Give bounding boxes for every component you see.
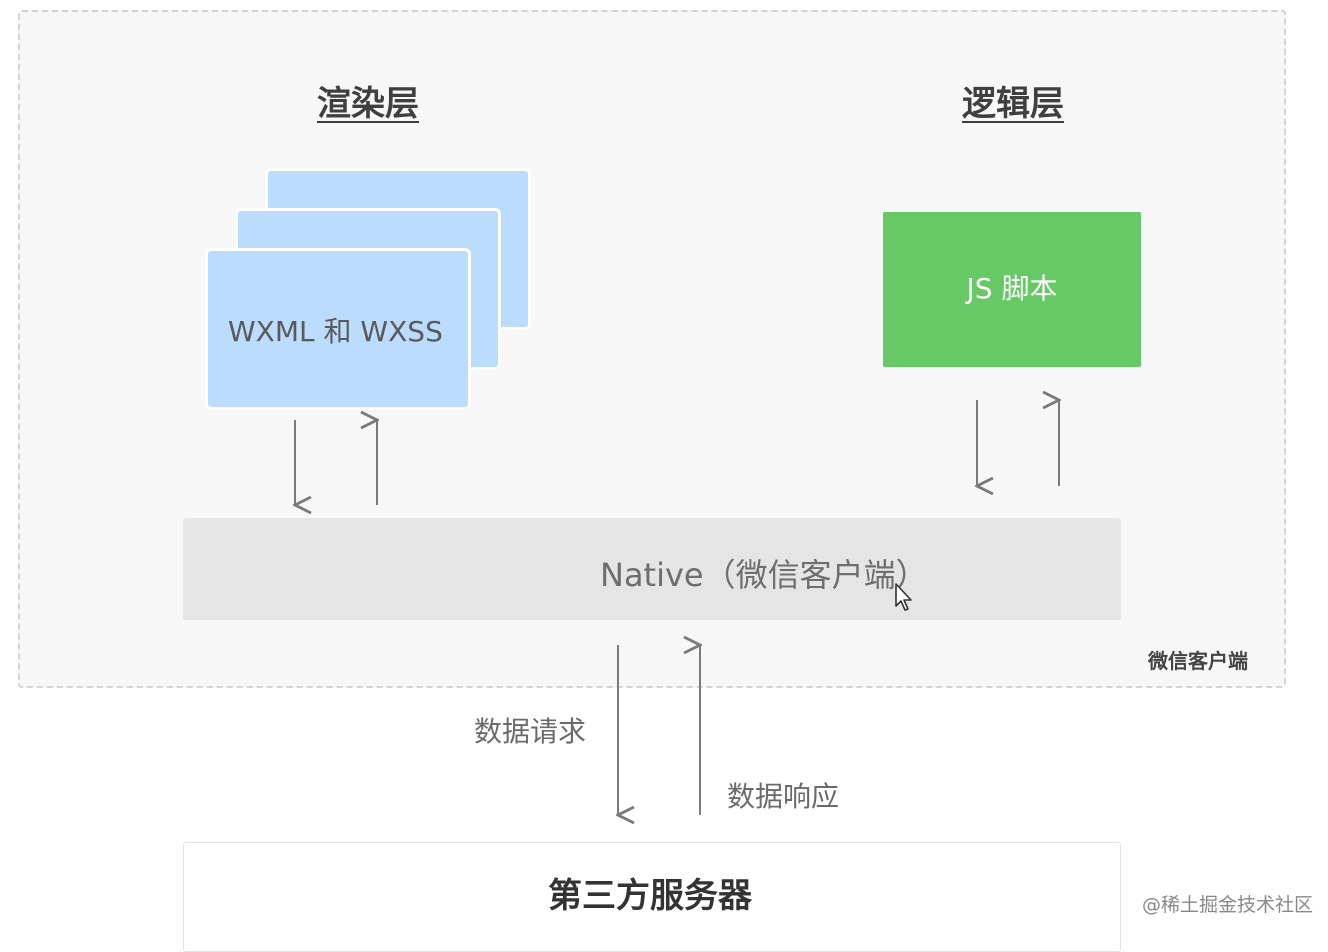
- render-layer-title: 渲染层: [317, 84, 419, 124]
- native-label: Native（微信客户端）: [600, 556, 928, 594]
- watermark: @稀土掘金技术社区: [1142, 894, 1314, 916]
- data-request-label: 数据请求: [474, 715, 587, 748]
- third-party-server-label: 第三方服务器: [548, 876, 752, 916]
- render-card-front: [208, 251, 468, 407]
- logic-layer-title: 逻辑层: [962, 84, 1064, 124]
- native-bar: [183, 518, 1121, 620]
- third-party-server-box: [183, 842, 1121, 952]
- mouse-cursor-icon: [895, 583, 912, 611]
- data-response-label: 数据响应: [727, 780, 840, 813]
- render-card-label: WXML 和 WXSS: [228, 315, 443, 348]
- js-script-label: JS 脚本: [966, 271, 1058, 305]
- js-script-box: JS 脚本: [883, 212, 1141, 367]
- wechat-client-tag: 微信客户端: [1148, 649, 1248, 673]
